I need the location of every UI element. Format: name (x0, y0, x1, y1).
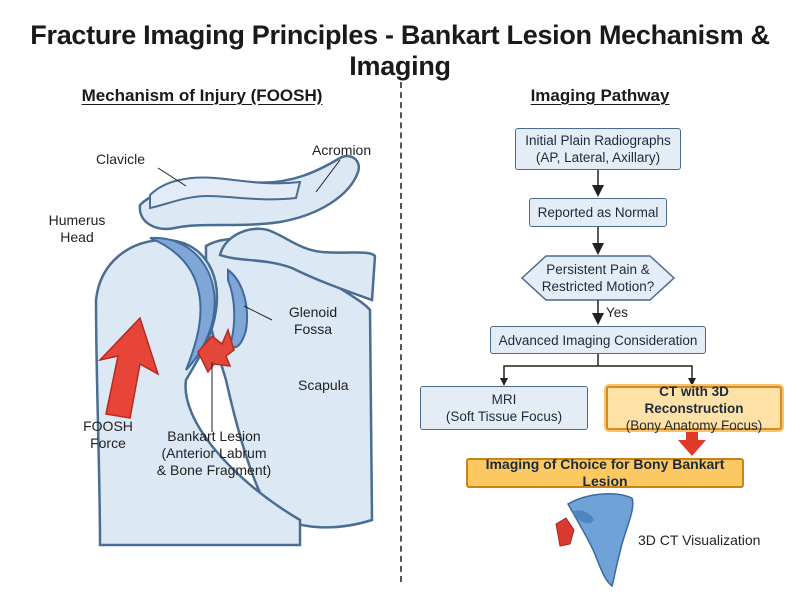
scapula-label: Scapula (298, 377, 349, 393)
bankart-label-title: Bankart Lesion (167, 428, 261, 444)
normal-text: Reported as Normal (537, 205, 659, 220)
foosh-label-line2: Force (90, 435, 126, 451)
shoulder-anatomy-illustration (94, 154, 377, 547)
coracoid-shape (218, 227, 377, 302)
bankart-label-line2: & Bone Fragment) (156, 462, 272, 478)
acromion-label: Acromion (312, 142, 372, 158)
decision-diamond (520, 255, 676, 301)
radiographs-box: Initial Plain Radiographs (AP, Lateral, … (515, 128, 681, 170)
humerus-head-label-line1: Humerus (48, 212, 106, 228)
foosh-label-line1: FOOSH (83, 418, 133, 434)
glenoid-label-line2: Fossa (293, 321, 333, 337)
bankart-lesion-fragment (197, 327, 235, 374)
radiographs-line1: Initial Plain Radiographs (525, 133, 671, 148)
decision-line2: Restricted Motion? (541, 279, 655, 294)
foosh-arrow (97, 316, 160, 419)
glenoid-label-line1: Glenoid (288, 304, 338, 320)
connector-split (503, 354, 693, 382)
bankart-label-line1: (Anterior Labrum (161, 445, 267, 461)
mri-box: MRI (Soft Tissue Focus) (420, 386, 588, 430)
normal-box: Reported as Normal (529, 198, 667, 227)
panel-divider (400, 82, 402, 582)
glenoid-fossa-label: Glenoid Fossa (280, 304, 346, 338)
ct-3d-box: CT with 3D Reconstruction (Bony Anatomy … (606, 383, 782, 433)
clavicle-label: Clavicle (96, 151, 146, 167)
bankart-lesion-label: Bankart Lesion (Anterior Labrum & Bone F… (146, 428, 282, 479)
imaging-pathway-heading: Imaging Pathway (530, 86, 670, 105)
page-title: Fracture Imaging Principles - Bankart Le… (30, 20, 770, 81)
advanced-text: Advanced Imaging Consideration (498, 332, 698, 348)
glenoid-cartilage (227, 268, 248, 349)
ct-line1: CT with 3D Reconstruction (644, 383, 744, 416)
red-down-arrow (678, 430, 706, 456)
yes-label: Yes (606, 305, 629, 320)
clavicle-shape (149, 176, 302, 210)
ct-visualization-label: 3D CT Visualization (638, 532, 761, 548)
decision-line1: Persistent Pain & (546, 262, 650, 277)
decision-text: Persistent Pain & Restricted Motion? (530, 261, 666, 295)
radiographs-line2: (AP, Lateral, Axillary) (535, 150, 661, 165)
humerus-head-label: Humerus Head (44, 212, 110, 246)
mri-line2: (Soft Tissue Focus) (445, 409, 563, 424)
advanced-imaging-box: Advanced Imaging Consideration (490, 326, 706, 354)
ct-line2: (Bony Anatomy Focus) (625, 417, 763, 433)
mri-line1: MRI (491, 392, 517, 407)
mechanism-heading: Mechanism of Injury (FOOSH) (81, 86, 323, 105)
ct-fragment (555, 517, 575, 547)
ct-3d-scapula-icon (555, 493, 634, 588)
imaging-choice-box: Imaging of Choice for Bony Bankart Lesio… (466, 456, 744, 489)
humeral-cartilage (149, 236, 216, 371)
choice-text: Imaging of Choice for Bony Bankart Lesio… (485, 456, 725, 489)
humerus-head-label-line2: Head (60, 229, 94, 245)
foosh-force-label: FOOSH Force (78, 418, 138, 452)
flowchart-connectors (500, 170, 706, 588)
